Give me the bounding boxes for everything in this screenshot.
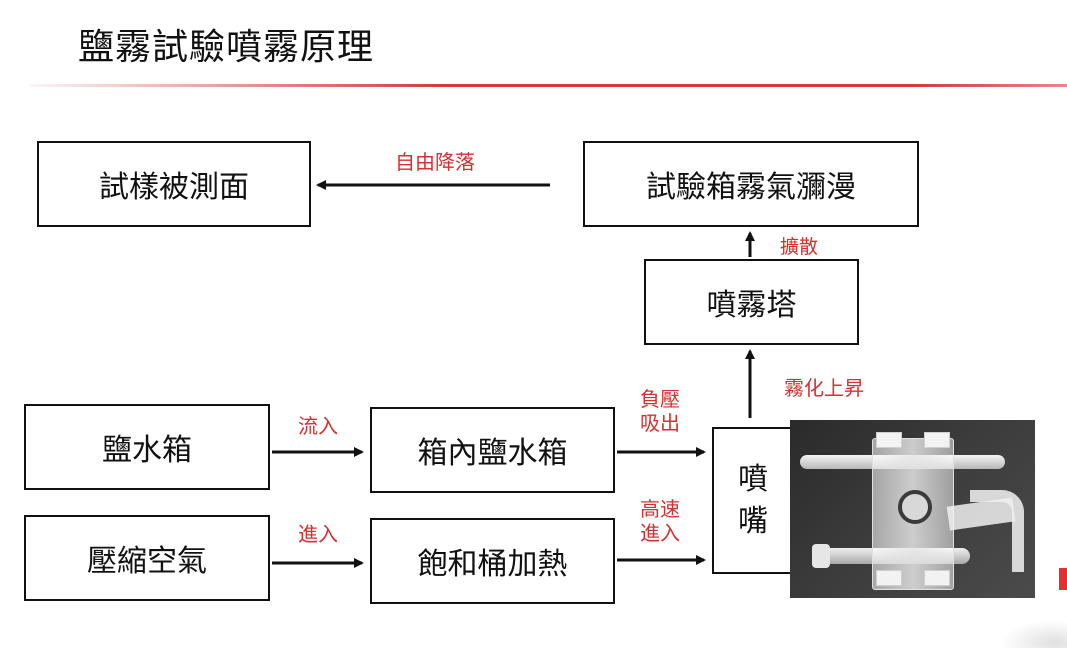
label-high-speed-line2: 進入 [640,521,680,545]
label-inflow: 流入 [298,414,338,438]
label-free-fall: 自由降落 [395,150,475,174]
label-high-speed-line1: 高速 [640,497,680,521]
photo-tab [924,570,950,586]
label-negative-pressure-line1: 負壓 [640,387,680,411]
label-negative-pressure: 負壓 吸出 [640,387,680,435]
photo-tab [924,432,950,448]
photo-tube-tip [812,544,830,568]
photo-tab [876,570,902,586]
label-high-speed: 高速 進入 [640,497,680,545]
box-saturation-heating: 飽和桶加熱 [370,518,615,604]
edge-decoration [1059,568,1067,590]
page-title: 鹽霧試驗噴霧原理 [78,27,375,68]
page-curl-shadow [1000,620,1067,648]
nozzle-photo [790,420,1035,598]
box-spray-tower: 噴霧塔 [644,259,859,345]
label-atomize-rise: 霧化上昇 [784,376,864,400]
box-compressed-air: 壓縮空氣 [24,515,270,601]
box-inner-brine-tank: 箱內鹽水箱 [370,407,615,493]
label-negative-pressure-line2: 吸出 [640,411,680,435]
label-enter: 進入 [298,522,338,546]
label-diffuse: 擴散 [780,236,819,258]
photo-nozzle-hole [898,490,932,524]
box-brine-tank: 鹽水箱 [24,404,270,490]
photo-tab [876,432,902,448]
nozzle-label-line2: 嘴 [738,503,768,539]
nozzle-label-line1: 噴 [738,461,768,497]
box-specimen-surface: 試樣被測面 [37,141,311,227]
box-chamber-mist: 試驗箱霧氣瀰漫 [583,141,919,227]
title-divider [30,84,1067,87]
